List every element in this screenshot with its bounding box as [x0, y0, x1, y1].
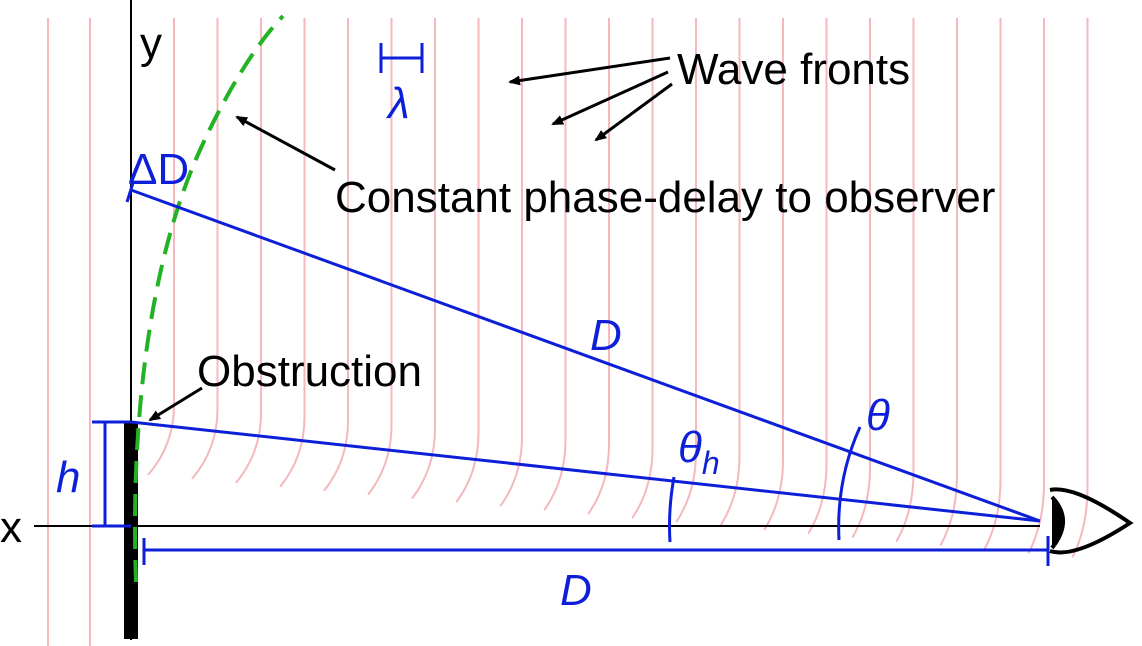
wave-fronts-arrow-3	[594, 82, 673, 142]
annotation-arrows	[148, 56, 673, 422]
d-slant-label: D	[590, 311, 622, 360]
x-axis-label: x	[0, 503, 22, 552]
wave-front-line	[543, 18, 567, 511]
theta-label: θ	[866, 391, 890, 440]
wave-front-line	[675, 18, 697, 523]
wave-fronts-arrow-2	[551, 70, 669, 126]
wave-fronts-group	[47, 18, 1089, 646]
wave-front-line	[807, 18, 828, 535]
obstruction-arrow	[148, 386, 203, 422]
wave-front-line	[191, 18, 219, 480]
theta-h-subscript: h	[702, 445, 720, 481]
wave-front-line	[939, 18, 958, 546]
wave-front-line	[279, 18, 306, 488]
wave-fronts-arrow-1	[508, 56, 671, 86]
wave-front-line	[367, 18, 393, 496]
wave-front-line	[411, 18, 436, 500]
lambda-label: λ	[386, 79, 410, 128]
theta-arc	[837, 426, 862, 541]
delta-d-label: ΔD	[128, 145, 189, 194]
wave-front-line	[235, 18, 262, 484]
wave-front-line	[763, 18, 784, 531]
theta-h-label: θh	[678, 423, 720, 481]
constant-phase-label: Constant phase-delay to observer	[335, 173, 995, 222]
wave-front-line	[983, 18, 1002, 550]
wave-fronts-label: Wave fronts	[677, 45, 910, 94]
wave-front-line	[895, 18, 915, 543]
wave-front-line	[587, 18, 610, 515]
geometry-group	[92, 43, 1050, 566]
d-base-label: D	[560, 566, 592, 615]
wave-front-line	[1027, 18, 1045, 554]
theta-h-main: θ	[678, 423, 702, 472]
wave-front-line	[455, 18, 480, 503]
slant-line-obstruction	[130, 420, 1041, 523]
wave-front-line	[719, 18, 741, 527]
wave-front-line	[631, 18, 654, 519]
wave-front-line	[499, 18, 523, 507]
wave-front-line	[1071, 18, 1089, 558]
wave-front-line	[323, 18, 349, 492]
delta-d-tick	[125, 182, 135, 203]
h-label: h	[56, 453, 80, 502]
theta-h-arc	[668, 476, 676, 543]
y-axis-label: y	[140, 19, 162, 68]
eye-icon	[1049, 487, 1134, 555]
obstruction-label: Obstruction	[197, 347, 422, 396]
phase-curve-arrow	[235, 115, 336, 172]
slant-line-top	[130, 188, 1041, 523]
